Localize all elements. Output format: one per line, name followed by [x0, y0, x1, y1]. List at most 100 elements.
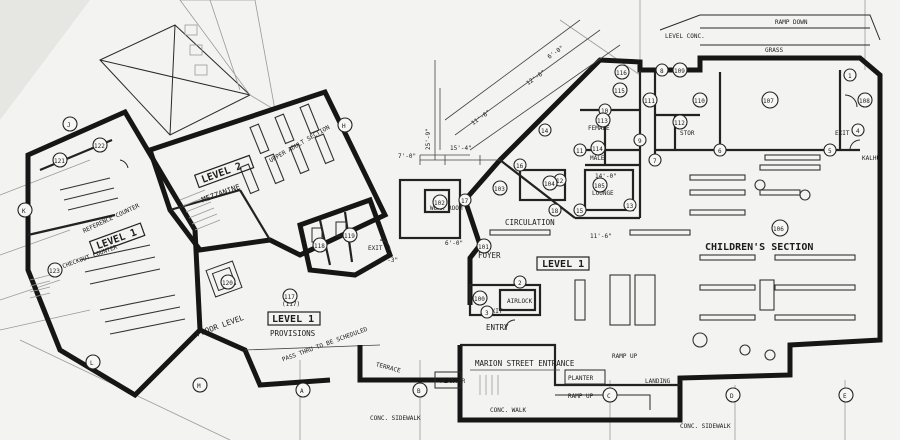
dimension-strings [419, 88, 500, 165]
svg-text:100: 100 [474, 296, 485, 303]
grid-bubble-K: K [17, 202, 33, 218]
svg-text:D: D [730, 393, 734, 400]
grid-bubble-E: E [838, 387, 854, 403]
svg-text:L: L [90, 360, 94, 367]
room-number-117: 117 [282, 288, 298, 304]
grid-bubble-17: 17 [458, 193, 472, 207]
grid-bubble-6: 6 [713, 143, 727, 157]
link-block [297, 178, 462, 278]
provisions-number: (117) [282, 301, 300, 308]
svg-text:12: 12 [556, 178, 564, 185]
room-number-119: 119 [342, 227, 358, 243]
room-number-108: 108 [857, 92, 873, 108]
svg-text:115: 115 [614, 88, 625, 95]
svg-text:E: E [843, 393, 847, 400]
dim-7: 14'-0" [595, 173, 617, 180]
grid-bubble-11: 11 [573, 143, 587, 157]
room-number-114: 114 [590, 140, 606, 156]
svg-text:11: 11 [576, 148, 584, 155]
svg-text:116: 116 [616, 70, 627, 77]
grid-bubble-L: L [85, 354, 101, 370]
svg-text:J: J [67, 122, 71, 129]
planter-1-label: PLANTER [440, 378, 466, 385]
dim-10: 8'-3" [380, 257, 398, 264]
room-number-102: 102 [432, 194, 448, 210]
svg-text:121: 121 [54, 158, 65, 165]
work-room-label: WORK ROOM [430, 205, 463, 212]
paper-shade [0, 0, 90, 120]
level-1-provisions-box [267, 311, 321, 326]
grid-bubble-8: 8 [655, 63, 669, 77]
landing-label: LANDING [645, 378, 671, 385]
door-swings [119, 139, 861, 331]
room-number-109: 109 [672, 62, 688, 78]
conc-sidewalk-label: CONC. SIDEWALK [370, 415, 421, 422]
svg-text:120: 120 [222, 280, 233, 287]
svg-text:114: 114 [592, 146, 603, 153]
svg-text:111: 111 [644, 98, 655, 105]
foyer-label: FOYER [478, 251, 501, 260]
grid-bubble-C: C [602, 387, 618, 403]
svg-text:123: 123 [49, 268, 60, 275]
ramp-up-1-label: RAMP UP [612, 353, 638, 360]
level-1-provisions-label: LEVEL 1 [272, 314, 314, 325]
svg-text:108: 108 [859, 98, 870, 105]
svg-text:102: 102 [434, 200, 445, 207]
svg-text:16: 16 [516, 163, 524, 170]
childrens-shelving [489, 154, 856, 361]
conc-walk-label: CONC. WALK [490, 407, 527, 414]
room-number-105: 105 [592, 177, 608, 193]
svg-text:A: A [300, 388, 304, 395]
svg-text:105: 105 [594, 183, 605, 190]
lounge-label: LOUNGE [592, 190, 614, 197]
level-2-box [193, 154, 255, 189]
room-number-111: 111 [642, 92, 658, 108]
svg-text:110: 110 [694, 98, 705, 105]
level-conc-label: LEVEL CONC. [665, 33, 705, 40]
adjacent-building [99, 0, 276, 136]
svg-text:10: 10 [601, 108, 609, 115]
grid-bubble-J: J [62, 116, 78, 132]
svg-text:118: 118 [314, 243, 325, 250]
dim-3: 15'-4" [450, 145, 472, 152]
grid-bubble-A: A [295, 382, 311, 398]
room-number-110: 110 [692, 92, 708, 108]
planter-2-label: PLANTER [568, 375, 594, 382]
grid-bubble-1: 1 [843, 68, 857, 82]
svg-text:109: 109 [674, 68, 685, 75]
dim-1: 25'-9" [425, 128, 432, 150]
room-number-122: 122 [92, 137, 108, 153]
svg-text:17: 17 [461, 198, 469, 205]
dim-8: 11'-6" [590, 233, 612, 240]
svg-text:15: 15 [576, 208, 584, 215]
room-number-115: 115 [612, 82, 628, 98]
svg-text:H: H [342, 123, 346, 130]
grid-bubble-H: H [337, 117, 353, 133]
svg-text:3: 3 [485, 310, 489, 317]
svg-text:B: B [417, 388, 421, 395]
svg-text:7: 7 [653, 158, 657, 165]
room-number-101: 101 [476, 238, 492, 254]
room-number-123: 123 [47, 262, 63, 278]
svg-text:106: 106 [773, 226, 784, 233]
childrens-section-label: CHILDREN'S SECTION [705, 242, 813, 253]
room-number-107: 107 [761, 91, 779, 109]
svg-text:6: 6 [718, 148, 722, 155]
room-number-100: 100 [472, 290, 488, 306]
ramp-down-label: RAMP DOWN [775, 19, 808, 26]
room-number-104: 104 [542, 175, 558, 191]
svg-text:107: 107 [763, 98, 774, 105]
grid-bubble-M: M [192, 377, 208, 393]
room-number-112: 112 [672, 114, 688, 130]
marion-street-entrance-label: MARION STREET ENTRANCE [475, 359, 575, 368]
grid-bubble-5: 5 [823, 143, 837, 157]
room-number-113: 113 [595, 112, 611, 128]
svg-text:4: 4 [856, 128, 860, 135]
svg-text:1: 1 [848, 73, 852, 80]
dim-9: 6'-0" [445, 240, 463, 247]
svg-text:122: 122 [94, 143, 105, 150]
grid-bubble-7: 7 [648, 153, 662, 167]
grid-bubble-4: 4 [851, 123, 865, 137]
room-number-120: 120 [220, 274, 236, 290]
